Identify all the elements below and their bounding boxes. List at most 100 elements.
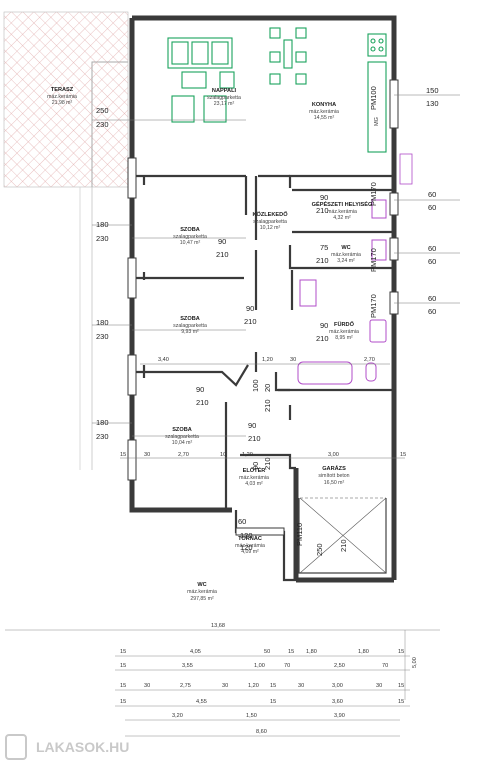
svg-text:1,50: 1,50	[246, 713, 257, 719]
svg-text:1,20: 1,20	[242, 452, 253, 458]
svg-text:60: 60	[428, 257, 436, 266]
svg-text:8,95 m²: 8,95 m²	[335, 335, 353, 341]
svg-text:5,00: 5,00	[412, 657, 418, 668]
svg-text:30: 30	[222, 683, 228, 689]
svg-text:szalagparketta: szalagparketta	[207, 95, 241, 101]
svg-text:15: 15	[120, 699, 126, 705]
svg-text:50: 50	[264, 649, 270, 655]
svg-text:SZOBA: SZOBA	[172, 427, 192, 433]
terrace-area	[3, 11, 129, 188]
svg-text:MG: MG	[374, 117, 380, 126]
svg-text:15: 15	[120, 683, 126, 689]
svg-text:130: 130	[426, 99, 439, 108]
svg-text:60: 60	[428, 307, 436, 316]
exterior-walls	[129, 15, 397, 583]
svg-text:210: 210	[196, 398, 209, 407]
svg-text:210: 210	[263, 457, 272, 470]
svg-text:máz.kerámia: máz.kerámia	[327, 209, 357, 215]
svg-text:máz.kerámia: máz.kerámia	[235, 543, 265, 549]
svg-text:14,55 m²: 14,55 m²	[314, 115, 335, 121]
svg-text:210: 210	[339, 539, 348, 552]
svg-text:1,80: 1,80	[306, 649, 317, 655]
svg-text:1,20: 1,20	[262, 357, 273, 363]
svg-text:NAPPALI: NAPPALI	[212, 88, 237, 94]
svg-text:10,04 m²: 10,04 m²	[172, 440, 193, 446]
svg-text:230: 230	[96, 332, 109, 341]
svg-text:3,60: 3,60	[332, 699, 343, 705]
svg-text:15: 15	[398, 649, 404, 655]
svg-text:2,70: 2,70	[364, 357, 375, 363]
svg-text:4,09 m²: 4,09 m²	[241, 549, 259, 555]
svg-text:90: 90	[248, 421, 256, 430]
svg-text:4,55: 4,55	[196, 699, 207, 705]
bathroom-fixtures	[297, 199, 387, 385]
svg-text:10,12 m²: 10,12 m²	[260, 225, 281, 231]
svg-text:4,32 m²: 4,32 m²	[333, 215, 351, 221]
svg-text:15: 15	[270, 683, 276, 689]
svg-text:210: 210	[216, 250, 229, 259]
svg-text:10: 10	[220, 452, 226, 458]
svg-text:20: 20	[263, 384, 272, 392]
svg-text:3,90: 3,90	[334, 713, 345, 719]
svg-text:210: 210	[316, 334, 329, 343]
svg-text:3,24 m²: 3,24 m²	[337, 258, 355, 264]
svg-text:4,03 m²: 4,03 m²	[245, 481, 263, 487]
svg-text:PM170: PM170	[369, 248, 378, 272]
svg-text:120: 120	[240, 543, 253, 552]
svg-text:3,00: 3,00	[332, 683, 343, 689]
svg-text:210: 210	[244, 317, 257, 326]
svg-text:60: 60	[428, 203, 436, 212]
living-room-furniture	[167, 27, 387, 153]
svg-text:230: 230	[96, 432, 109, 441]
svg-text:WC: WC	[341, 245, 350, 251]
svg-text:297,85 m²: 297,85 m²	[190, 596, 214, 602]
svg-text:70: 70	[382, 663, 388, 669]
svg-text:SZOBA: SZOBA	[180, 227, 200, 233]
svg-text:szalagparketta: szalagparketta	[253, 219, 287, 225]
svg-text:23,17 m²: 23,17 m²	[214, 101, 235, 107]
svg-text:90: 90	[218, 237, 226, 246]
svg-text:GARÁZS: GARÁZS	[322, 465, 346, 472]
svg-text:90: 90	[251, 462, 260, 470]
svg-text:250: 250	[315, 543, 324, 556]
wall-openings: PM100 MG PM170 PM170 PM170 PM110 250 210…	[263, 86, 380, 556]
svg-text:PM170: PM170	[369, 182, 378, 206]
svg-text:90: 90	[320, 321, 328, 330]
svg-text:250: 250	[96, 106, 109, 115]
svg-text:15: 15	[288, 649, 294, 655]
svg-text:2,70: 2,70	[178, 452, 189, 458]
svg-text:szalagparketta: szalagparketta	[173, 323, 207, 329]
svg-text:9,93 m²: 9,93 m²	[181, 329, 199, 335]
svg-text:2,75: 2,75	[180, 683, 191, 689]
svg-text:10,47 m²: 10,47 m²	[180, 240, 201, 246]
svg-text:15: 15	[398, 683, 404, 689]
svg-text:máz.kerámia: máz.kerámia	[309, 109, 339, 115]
svg-text:30: 30	[290, 357, 296, 363]
svg-text:210: 210	[316, 206, 329, 215]
svg-text:szalagparketta: szalagparketta	[165, 434, 199, 440]
svg-text:ELŐTÉR: ELŐTÉR	[243, 466, 266, 474]
svg-text:1,80: 1,80	[358, 649, 369, 655]
svg-text:15: 15	[120, 663, 126, 669]
svg-text:60: 60	[428, 190, 436, 199]
svg-text:TORNÁC: TORNÁC	[238, 535, 262, 542]
svg-text:szalagparketta: szalagparketta	[173, 234, 207, 240]
svg-text:PM100: PM100	[369, 86, 378, 110]
svg-text:150: 150	[426, 86, 439, 95]
svg-text:máz.kerámia: máz.kerámia	[329, 329, 359, 335]
svg-text:60: 60	[238, 517, 246, 526]
svg-text:3,40: 3,40	[158, 357, 169, 363]
svg-text:SZOBA: SZOBA	[180, 316, 200, 322]
svg-text:16,50 m²: 16,50 m²	[324, 480, 345, 486]
